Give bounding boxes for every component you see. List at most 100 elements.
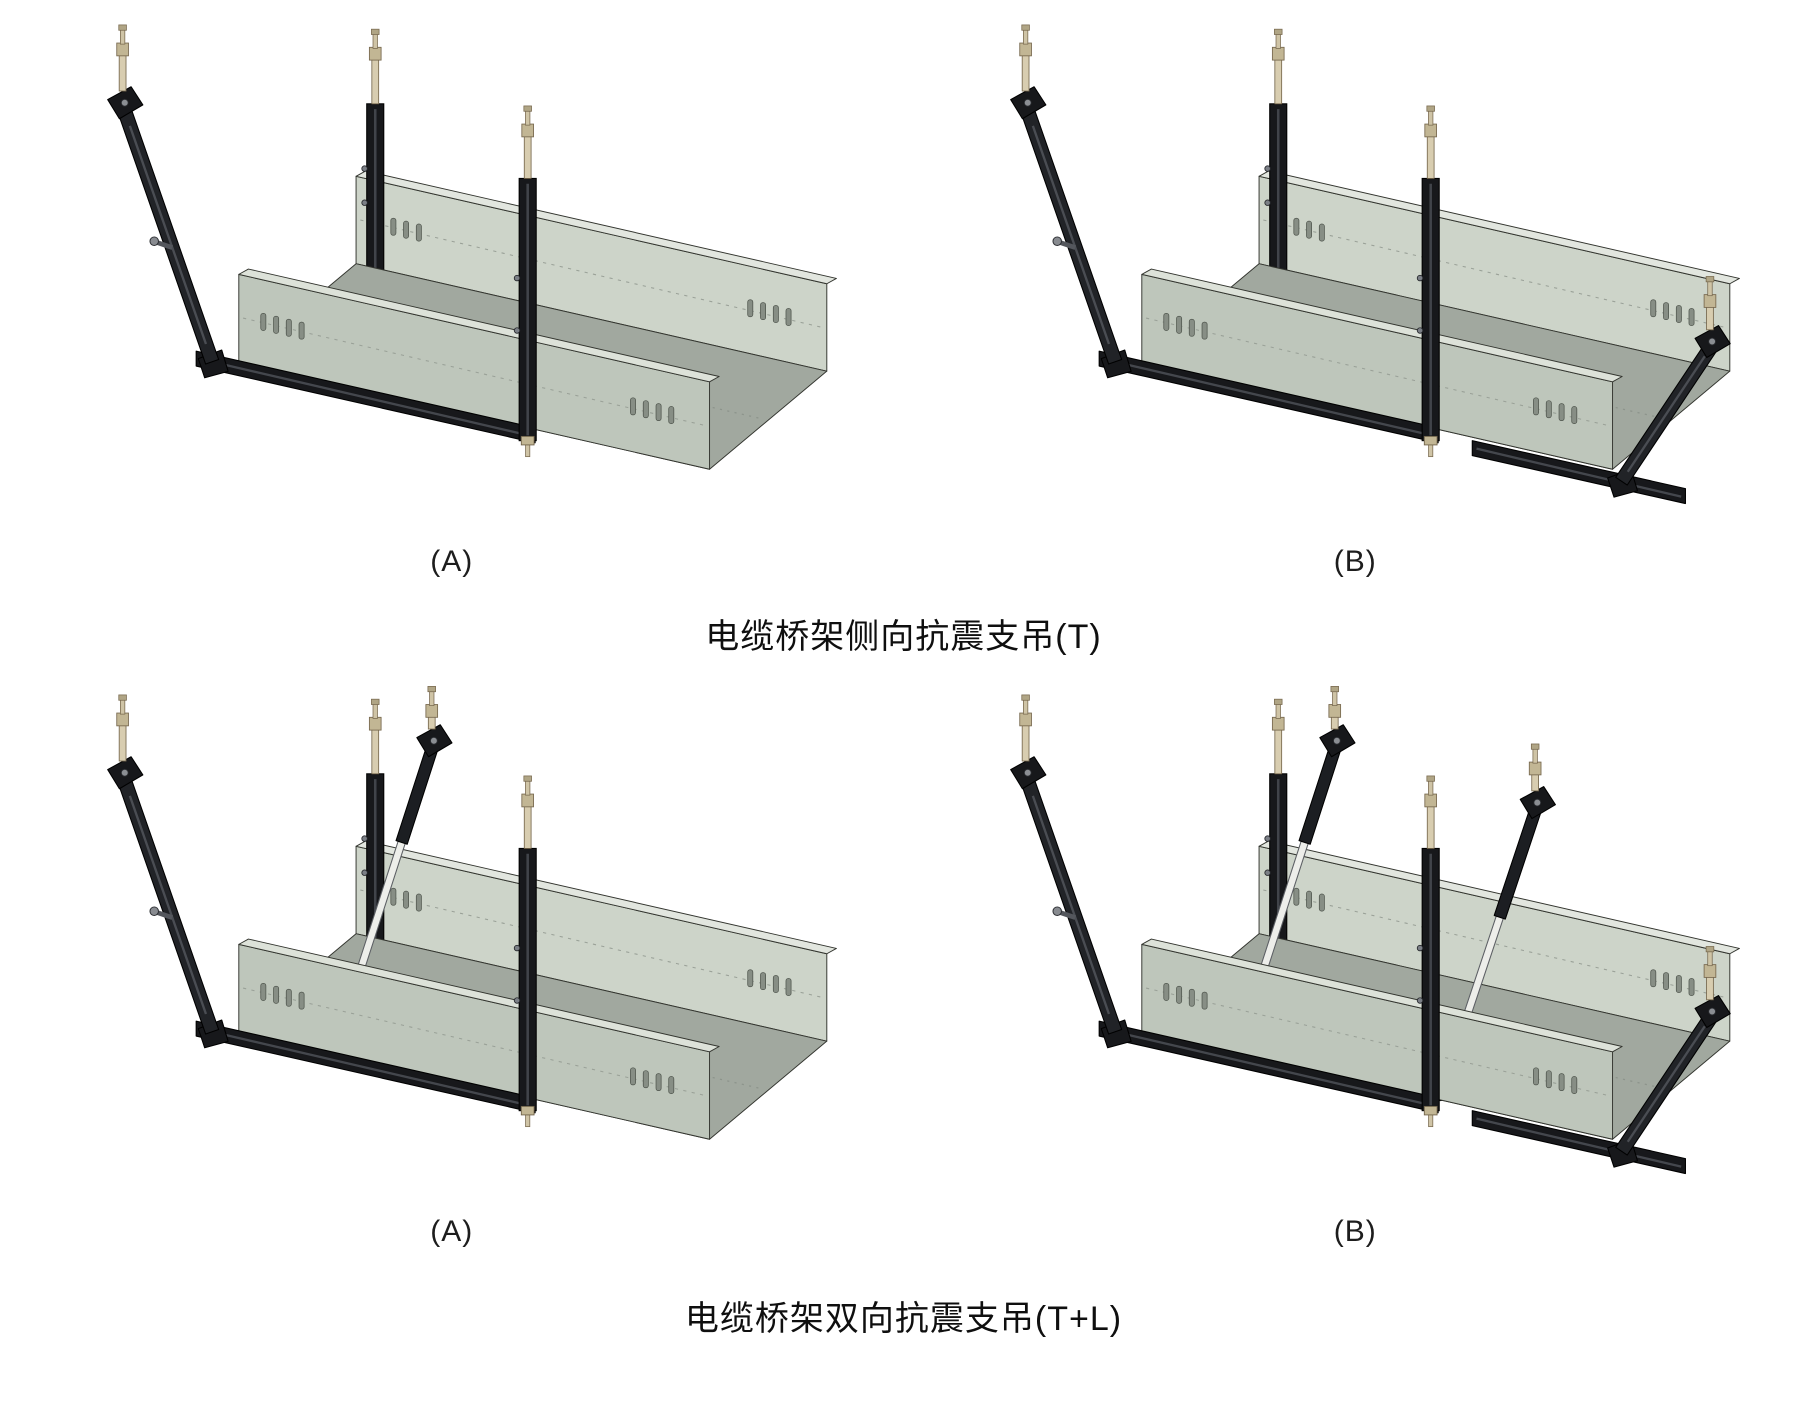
threaded-rod bbox=[521, 775, 534, 849]
rail-slot bbox=[629, 397, 636, 416]
hinge-bracket bbox=[1319, 724, 1356, 758]
rail-slot bbox=[747, 969, 753, 988]
rail-slot bbox=[390, 887, 397, 906]
rail-slot bbox=[1201, 991, 1208, 1010]
base-channel bbox=[195, 350, 536, 444]
diagonal-brace bbox=[1019, 775, 1132, 1049]
rail-slot bbox=[759, 302, 766, 321]
threaded-rod bbox=[116, 24, 129, 92]
rail-slot bbox=[1663, 302, 1670, 321]
threaded-rod bbox=[1019, 694, 1033, 762]
tray-near-rail bbox=[238, 268, 720, 470]
base-channel bbox=[195, 1020, 536, 1114]
rod-nut bbox=[520, 1105, 535, 1128]
diagonal-brace bbox=[1607, 342, 1718, 498]
hinge-bracket bbox=[1519, 786, 1557, 820]
threaded-rod bbox=[1328, 686, 1342, 730]
rail-slot bbox=[390, 217, 397, 236]
rail-slot bbox=[1533, 397, 1540, 416]
rail-slot bbox=[1571, 406, 1578, 424]
figure-top-b-illustration bbox=[1010, 24, 1741, 505]
rail-slot bbox=[1306, 890, 1313, 909]
rail-slot bbox=[668, 406, 674, 424]
hinge-bracket bbox=[1010, 756, 1047, 790]
rail-slot bbox=[1558, 1073, 1565, 1091]
base-channel bbox=[1098, 1020, 1439, 1114]
threaded-rod bbox=[1019, 24, 1033, 92]
figure-bottom-b: (B) bbox=[904, 680, 1807, 1249]
rail-slot bbox=[1650, 969, 1657, 988]
rail-slot bbox=[655, 1073, 662, 1091]
rod-nut bbox=[520, 435, 535, 458]
tray-far-rail bbox=[355, 170, 837, 372]
support-assembly bbox=[1010, 24, 1741, 505]
rail-slot bbox=[1163, 313, 1170, 331]
rail-slot bbox=[1546, 1070, 1552, 1089]
support-assembly bbox=[1010, 686, 1741, 1175]
figure-bottom-b-label: (B) bbox=[1333, 1215, 1377, 1248]
figure-top-b: (B) bbox=[904, 10, 1807, 579]
vertical-strut bbox=[361, 103, 385, 275]
rail-slot bbox=[759, 972, 766, 991]
rail-slot bbox=[629, 1067, 636, 1086]
rail-slot bbox=[655, 403, 662, 421]
rail-slot bbox=[1189, 318, 1195, 337]
rail-slot bbox=[1558, 403, 1565, 421]
figure-bottom-a-illustration bbox=[106, 686, 837, 1140]
figure-top-b-label: (B) bbox=[1333, 545, 1377, 578]
rail-slot bbox=[1676, 975, 1683, 993]
rail-slot bbox=[1293, 887, 1300, 906]
hinge-bracket bbox=[106, 86, 144, 120]
rail-slot bbox=[642, 1070, 649, 1089]
figure-row-top: (A) (B) bbox=[0, 10, 1807, 579]
rail-slot bbox=[785, 978, 792, 996]
vertical-strut bbox=[513, 177, 537, 442]
rail-slot bbox=[260, 983, 266, 1001]
rail-slot bbox=[1293, 217, 1300, 236]
threaded-rod bbox=[1424, 775, 1438, 849]
threaded-rod bbox=[425, 686, 438, 730]
rail-slot bbox=[1688, 978, 1695, 996]
rail-slot bbox=[1571, 1076, 1578, 1094]
rail-slot bbox=[1688, 308, 1695, 326]
caption-lateral-support: 电缆桥架侧向抗震支吊(T) bbox=[705, 618, 1102, 656]
rail-slot bbox=[1176, 315, 1183, 334]
threaded-rod bbox=[368, 28, 382, 105]
rail-slot bbox=[668, 1076, 674, 1094]
rail-slot bbox=[285, 988, 292, 1007]
threaded-rod bbox=[521, 105, 534, 179]
rail-slot bbox=[1176, 985, 1183, 1004]
rail-slot bbox=[402, 220, 409, 239]
rail-slot bbox=[642, 400, 649, 419]
threaded-rod bbox=[1424, 105, 1438, 179]
base-channel bbox=[1098, 350, 1439, 444]
rail-slot bbox=[402, 890, 409, 909]
support-assembly bbox=[106, 686, 837, 1140]
rail-slot bbox=[298, 991, 305, 1010]
diagonal-brace bbox=[1019, 105, 1132, 379]
threaded-rod bbox=[1703, 276, 1717, 331]
figure-top-a: (A) bbox=[0, 10, 904, 579]
threaded-rod bbox=[1703, 946, 1717, 1001]
rail-slot bbox=[1306, 220, 1313, 239]
rail-slot bbox=[1163, 983, 1170, 1001]
figure-top-a-illustration bbox=[106, 24, 837, 470]
rail-slot bbox=[1201, 321, 1208, 340]
figure-bottom-b-illustration bbox=[1010, 686, 1741, 1175]
rail-slot bbox=[415, 893, 422, 912]
figure-bottom-a: (A) bbox=[0, 680, 904, 1249]
support-assembly bbox=[106, 24, 837, 470]
rail-slot bbox=[772, 975, 779, 993]
rod-nut bbox=[1424, 1105, 1438, 1128]
tray-far-rail bbox=[1258, 170, 1741, 372]
rail-slot bbox=[1676, 305, 1683, 323]
tray-far-rail bbox=[355, 840, 837, 1042]
threaded-rod bbox=[1272, 28, 1285, 105]
rail-slot bbox=[772, 305, 779, 323]
rail-slot bbox=[272, 315, 279, 334]
rail-slot bbox=[747, 299, 753, 318]
rail-slot bbox=[272, 985, 279, 1004]
rail-slot bbox=[260, 313, 266, 331]
caption-bidirectional-support: 电缆桥架双向抗震支吊(T+L) bbox=[684, 1300, 1123, 1338]
